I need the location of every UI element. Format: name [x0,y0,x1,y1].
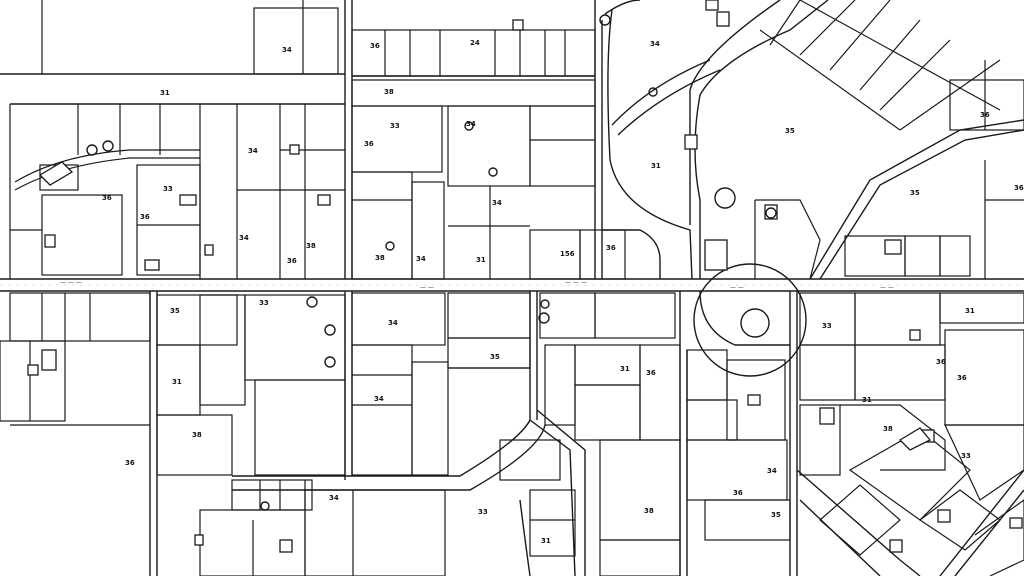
parcel-number: 31 [160,89,170,97]
parcel-number: 36 [102,194,112,202]
main-road [0,278,1024,292]
parcel-number: 36 [1014,184,1024,192]
parcel-number: 36 [364,140,374,148]
parcel-number: 33 [259,299,269,307]
parcel-number: 34 [388,319,398,327]
parcel-number: 31 [476,256,486,264]
parcel-number: 24 [470,39,480,47]
parcel-number: 38 [883,425,893,433]
parcels-upper-middle [351,29,626,280]
svg-text:— —: — — [880,284,894,291]
parcel-number: 38 [384,88,394,96]
parcel-number: 31 [172,378,182,386]
parcel-number: 36 [125,459,135,467]
parcel-number: 33 [961,452,971,460]
parcel-number: 33 [478,508,488,516]
parcel-labels: 34 31 36 24 34 38 33 36 34 35 31 34 36 3… [102,39,1024,545]
parcel-number: 31 [965,307,975,315]
parcels-upper-right [754,0,1024,280]
parcel-number: 33 [390,122,400,130]
parcel-number: 34 [248,147,258,155]
parcel-number: 36 [646,369,656,377]
parcel-number: 35 [785,127,795,135]
parcel-number: 36 [980,111,990,119]
parcel-number: 31 [620,365,630,373]
parcel-number: 38 [375,254,385,262]
parcel-number: 34 [329,494,339,502]
parcels-upper-left [9,0,345,279]
parcel-number: 36 [957,374,967,382]
parcel-number: 33 [822,322,832,330]
parcel-number: 33 [163,185,173,193]
parcel-number: 34 [282,46,292,54]
parcel-number: 35 [490,353,500,361]
parcel-number: 36 [606,244,616,252]
parcel-number: 38 [306,242,316,250]
parcel-number: 156 [560,250,575,258]
parcel-number: 35 [170,307,180,315]
road-ticks: — — — — — — — — — — — — [60,279,894,291]
parcel-number: 34 [466,120,476,128]
parcel-number: 36 [936,358,946,366]
parcel-number: 38 [192,431,202,439]
parcel-number: 34 [374,395,384,403]
parcels-lower-middle [351,292,681,576]
parcel-number: 36 [370,42,380,50]
parcel-number: 34 [650,40,660,48]
parcel-number: 31 [541,537,551,545]
svg-text:— —: — — [420,284,434,291]
buildings [27,0,1023,553]
parcel-number: 34 [239,234,249,242]
parcel-number: 35 [910,189,920,197]
svg-text:— —: — — [730,284,744,291]
parcel-number: 31 [651,162,661,170]
parcel-number: 34 [767,467,777,475]
parcel-number: 36 [140,213,150,221]
svg-text:— — —: — — — [565,279,587,286]
parcels-lower-right [686,292,1024,576]
parcel-number: 35 [771,511,781,519]
parcel-number: 34 [416,255,426,263]
svg-text:— — —: — — — [60,279,82,286]
parcel-number: 38 [644,507,654,515]
parcel-number: 31 [862,396,872,404]
parcel-number: 34 [492,199,502,207]
parcel-number: 36 [733,489,743,497]
parcels-lower-left [0,292,446,576]
parcel-number: 36 [287,257,297,265]
